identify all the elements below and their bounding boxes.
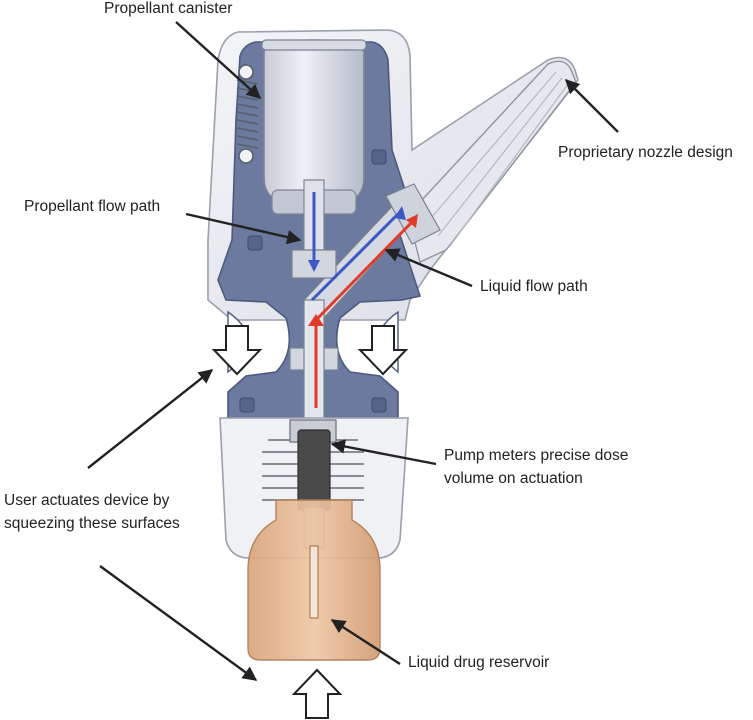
arrow-nozzle	[564, 78, 619, 133]
label-user-line2: squeezing these surfaces	[4, 515, 180, 532]
flow-channels	[289, 183, 441, 421]
arrow-liquid-flow	[384, 248, 473, 288]
liquid-flow-line	[308, 214, 418, 408]
arrow-user-bottom	[99, 565, 258, 681]
squeeze-arrow-bottom	[291, 668, 343, 719]
squeeze-arrow-right	[357, 325, 409, 376]
label-pump-line1: Pump meters precise dose	[444, 447, 629, 464]
propellant-flow-line	[308, 192, 406, 302]
arrow-pump	[330, 439, 437, 466]
label-propellant-canister: Propellant canister	[104, 0, 233, 17]
arrow-reservoir	[330, 618, 401, 666]
squeeze-arrow-left	[211, 325, 263, 376]
leader-arrows	[87, 21, 619, 681]
label-propellant-flow-path: Propellant flow path	[24, 198, 161, 215]
label-pump-line2: volume on actuation	[444, 470, 583, 487]
arrow-propellant-canister	[175, 21, 262, 99]
label-proprietary-nozzle: Proprietary nozzle design	[558, 144, 733, 161]
label-user-line1: User actuates device by	[4, 492, 170, 509]
label-liquid-flow-path: Liquid flow path	[480, 278, 588, 295]
arrow-propellant-flow	[185, 212, 302, 245]
liquid-drug-reservoir	[247, 499, 381, 661]
label-liquid-drug-reservoir: Liquid drug reservoir	[408, 654, 550, 671]
spring	[236, 64, 259, 164]
arrow-user-top	[87, 369, 214, 469]
